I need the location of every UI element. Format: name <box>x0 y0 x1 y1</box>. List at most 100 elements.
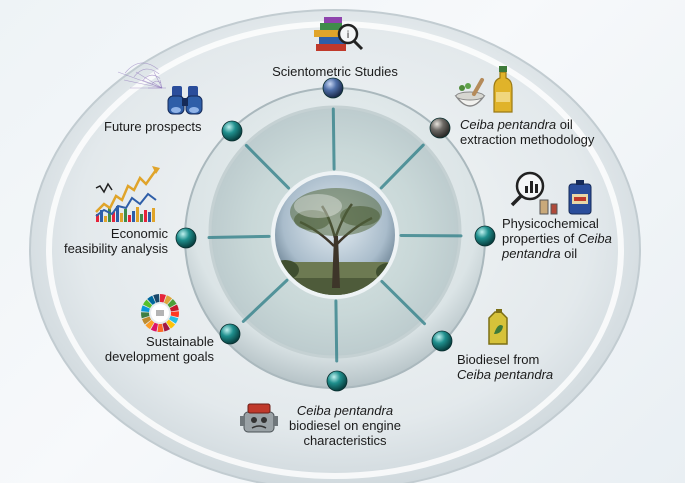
web-line <box>135 71 163 89</box>
sdg-segment <box>147 295 156 305</box>
node-sdg <box>219 323 241 345</box>
biodiesel-label-line: Biodiesel from <box>457 352 553 367</box>
web-arc <box>142 74 161 81</box>
trend-bar <box>124 209 127 222</box>
sdg-segment <box>166 319 176 329</box>
sdg-segment <box>162 322 171 332</box>
sdg-label-text: development goals <box>104 349 214 364</box>
label-future-prospects: Future prospects <box>104 119 202 134</box>
web-arc <box>151 80 162 85</box>
sdg-segment <box>142 316 152 325</box>
trend-bar <box>152 208 155 222</box>
sdg-label-line: Sustainable <box>92 334 214 349</box>
web-line <box>159 79 163 89</box>
extraction-label-line: extraction methodology <box>460 132 594 147</box>
spoke-future <box>244 143 291 190</box>
trend-bar <box>100 210 103 222</box>
economic-label-text: Economic <box>110 226 168 241</box>
trend-bar <box>148 212 151 222</box>
biodiesel-label-line: Ceiba pentandra <box>457 367 553 382</box>
label-scientometric-studies: Scientometric Studies <box>262 64 408 79</box>
trend-bar <box>108 208 111 222</box>
spoke-biodiesel <box>380 279 427 326</box>
economic-label-line: Economic <box>50 226 168 241</box>
trend-bar <box>136 207 139 222</box>
engine-icon <box>240 403 278 433</box>
spoke-extraction <box>379 143 425 190</box>
sdg-segment <box>169 304 179 312</box>
sdg-segment <box>141 312 150 319</box>
trend-bar <box>128 215 131 222</box>
trend-bar <box>144 210 147 222</box>
trend-bar <box>140 214 143 222</box>
node-future <box>221 120 243 142</box>
sdg-label-text: Sustainable <box>146 334 214 349</box>
web-arc <box>133 68 160 77</box>
sdg-label-line: development goals <box>92 349 214 364</box>
web-line <box>123 79 163 89</box>
trend-bar <box>112 212 115 222</box>
sdg-wheel-icon <box>141 294 179 333</box>
node-biodiesel <box>431 330 453 352</box>
future-label-line: Future prospects <box>104 119 202 134</box>
spoke-economic <box>207 234 271 240</box>
binoculars-icon <box>117 62 203 115</box>
svg-text:i: i <box>347 30 350 41</box>
mortar-oil-bottle-icon <box>454 66 513 113</box>
trend-bar <box>116 206 119 222</box>
biodiesel-label-text: Biodiesel from <box>457 352 540 367</box>
extraction-label-text: Ceiba pentandra <box>460 117 557 132</box>
biodiesel-label-text: Ceiba pentandra <box>457 367 554 382</box>
scientometric-label-line: Scientometric Studies <box>262 64 408 79</box>
physicochemical-label-text: Physicochemical <box>502 216 599 231</box>
lab-analysis-icon <box>510 171 592 215</box>
physicochemical-label-text: pentandra <box>502 246 561 261</box>
economic-label-line: feasibility analysis <box>50 241 168 256</box>
sdg-segment <box>163 295 173 305</box>
node-extraction <box>429 117 451 139</box>
engine-label-text: biodiesel on engine <box>288 418 402 433</box>
future-label-text: Future prospects <box>104 119 202 134</box>
sdg-segment <box>150 322 158 332</box>
extraction-label-text: oil <box>556 117 573 132</box>
engine-label-text: Ceiba pentandra <box>296 403 394 418</box>
engine-label-line: biodiesel on engine <box>282 418 408 433</box>
spoke-sdg <box>241 278 289 323</box>
node-scientometric <box>322 77 344 99</box>
web-line <box>153 71 163 89</box>
node-physicochemical <box>474 225 496 247</box>
chart-trend-icon <box>95 166 160 222</box>
physicochemical-label-text: oil <box>560 246 578 261</box>
sdg-segment <box>160 294 166 303</box>
node-economic <box>175 227 197 249</box>
physicochemical-label-line: pentandra oil <box>502 246 612 261</box>
fuel-can-icon <box>488 309 508 345</box>
spokes <box>207 107 463 363</box>
spoke-engine <box>334 299 339 363</box>
physicochemical-label-text: Ceiba <box>577 231 612 246</box>
sdg-segment <box>170 311 179 318</box>
extraction-label-text: extraction methodology <box>460 132 595 147</box>
economic-label-text: feasibility analysis <box>63 241 168 256</box>
engine-label-text: characteristics <box>303 433 387 448</box>
physicochemical-label-line: properties of Ceiba <box>502 231 612 246</box>
node-markers <box>175 77 496 392</box>
sdg-segment <box>141 305 150 312</box>
trend-bar <box>132 211 135 222</box>
physicochemical-label-line: Physicochemical <box>502 216 612 231</box>
physicochemical-label-text: properties of <box>502 231 578 246</box>
sdg-segment <box>157 323 164 333</box>
node-engine <box>326 370 348 392</box>
scientometric-label-text: Scientometric Studies <box>272 64 398 79</box>
sdg-segment <box>169 316 179 324</box>
web-arc <box>124 62 159 74</box>
trend-bar <box>96 214 99 222</box>
books-magnifier-icon: i <box>314 17 364 51</box>
engine-label-line: Ceiba pentandra <box>282 403 408 418</box>
